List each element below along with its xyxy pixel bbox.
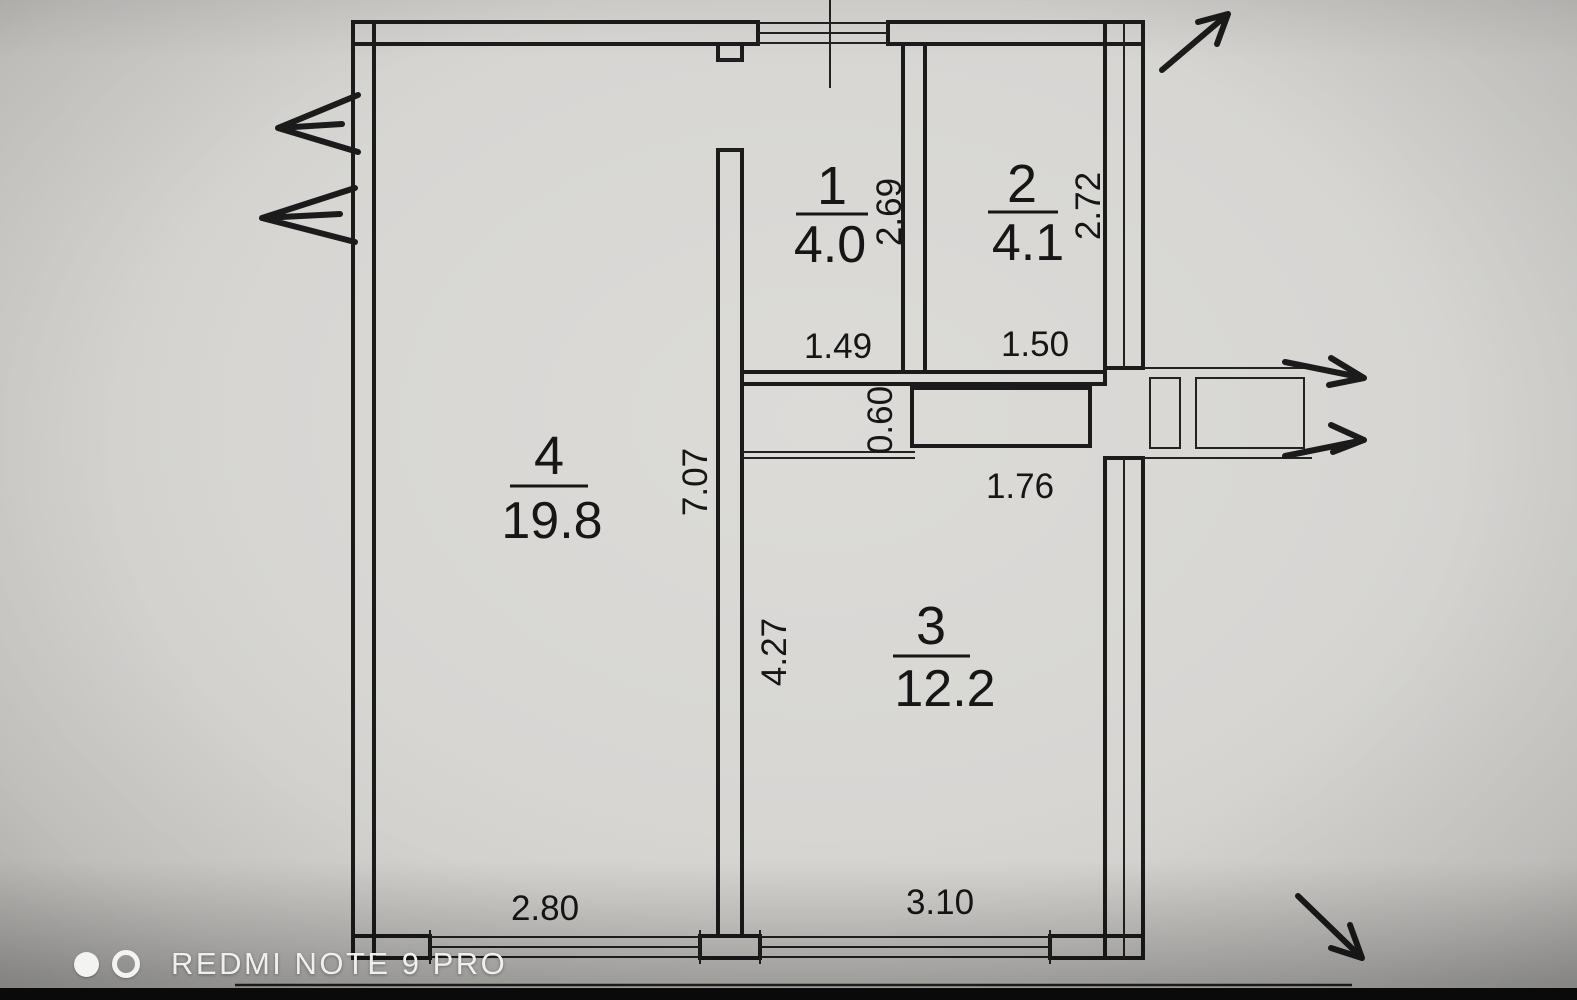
room2-area: 4.1 bbox=[992, 214, 1064, 272]
balcony-window-small bbox=[1149, 377, 1181, 449]
photo-bottom-edge bbox=[0, 988, 1577, 1000]
dim-hall-width: 1.76 bbox=[986, 467, 1054, 506]
room4-number: 4 bbox=[534, 426, 564, 486]
room1-number: 1 bbox=[817, 156, 847, 216]
room1-area: 4.0 bbox=[794, 216, 866, 274]
balcony-window-large bbox=[1195, 377, 1305, 449]
room2-number: 2 bbox=[1007, 154, 1037, 214]
watermark-dot-icon bbox=[74, 951, 99, 977]
closet-outline bbox=[910, 386, 1092, 448]
camera-watermark: REDMI NOTE 9 PRO bbox=[74, 946, 507, 982]
dim-room4-depth: 7.07 bbox=[676, 448, 715, 516]
dim-hall-depth: 0.60 bbox=[861, 386, 900, 454]
dim-room1-width: 1.49 bbox=[804, 327, 872, 366]
room4-area: 19.8 bbox=[501, 492, 602, 550]
dim-room3-width: 3.10 bbox=[906, 883, 974, 922]
room-labels: 1 4.0 2 4.1 4 19.8 3 12.2 bbox=[501, 154, 1064, 718]
wall-bottom-b bbox=[698, 934, 762, 960]
dim-room4-width: 2.80 bbox=[511, 889, 579, 928]
watermark-ring-icon bbox=[112, 950, 140, 978]
arrow-right-lower bbox=[1282, 422, 1367, 459]
thin-lines bbox=[235, 0, 1352, 987]
watermark-brand-text: REDMI NOTE 9 PRO bbox=[171, 946, 508, 981]
arrow-top-right bbox=[1159, 11, 1231, 73]
arrow-bottom-right bbox=[1295, 893, 1365, 961]
wall-interior-stub bbox=[716, 42, 744, 62]
dim-room2-depth: 2.72 bbox=[1069, 172, 1108, 240]
wall-top-left bbox=[351, 20, 760, 46]
wall-hall-top bbox=[740, 370, 1107, 386]
room3-area: 12.2 bbox=[894, 660, 995, 718]
arrows bbox=[259, 11, 1367, 961]
arrow-right-upper bbox=[1282, 355, 1367, 388]
room3-number: 3 bbox=[916, 596, 946, 656]
arrow-left-upper bbox=[275, 92, 361, 155]
dim-room2-width: 1.50 bbox=[1001, 325, 1069, 364]
dim-room1-depth: 2.69 bbox=[870, 178, 909, 246]
dim-room3-depth: 4.27 bbox=[755, 618, 794, 686]
wall-bottom-c bbox=[1048, 934, 1145, 960]
arrow-left-lower bbox=[259, 185, 358, 245]
wall-interior-vertical bbox=[716, 148, 744, 938]
dimension-labels: 1.49 1.50 2.69 2.72 0.60 1.76 7.07 4.27 … bbox=[511, 172, 1108, 928]
wall-left bbox=[351, 20, 376, 960]
